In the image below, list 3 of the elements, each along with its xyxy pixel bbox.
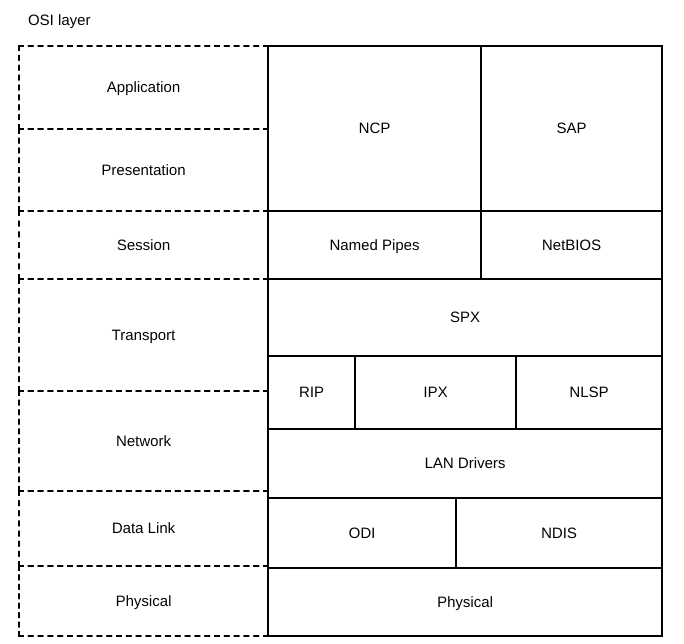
column-heading: OSI layer [28, 12, 91, 29]
protocol-box: SAP [480, 45, 663, 212]
protocol-box: Physical [267, 567, 663, 637]
